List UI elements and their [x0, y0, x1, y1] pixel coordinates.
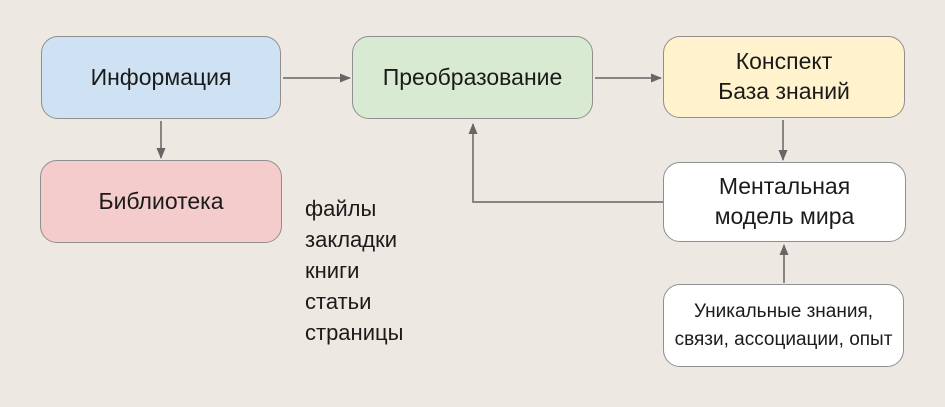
- node-library-label: Библиотека: [98, 187, 224, 214]
- list-item: файлы: [305, 196, 377, 221]
- node-information-label: Информация: [90, 63, 232, 90]
- node-summary-knowledge-base: Конспект База знаний: [663, 36, 905, 118]
- node-information: Информация: [41, 36, 281, 119]
- source-type-list: файлы закладки книги статьи страницы: [305, 193, 403, 348]
- node-mental-model-label: Ментальная модель мира: [714, 173, 855, 229]
- node-mental-model: Ментальная модель мира: [663, 162, 906, 242]
- node-summary-knowledge-base-label: Конспект База знаний: [718, 48, 850, 104]
- list-item: страницы: [305, 320, 404, 345]
- node-transformation-label: Преобразование: [382, 63, 563, 90]
- node-unique-knowledge-label: Уникальные знания, связи, ассоциации, оп…: [674, 300, 893, 350]
- list-item: закладки: [305, 227, 398, 252]
- node-library: Библиотека: [40, 160, 282, 243]
- arrow-mental-model-to-transformation: [468, 123, 663, 203]
- list-item: книги: [305, 258, 360, 283]
- node-unique-knowledge: Уникальные знания, связи, ассоциации, оп…: [663, 284, 904, 367]
- node-transformation: Преобразование: [352, 36, 593, 119]
- list-item: статьи: [305, 289, 372, 314]
